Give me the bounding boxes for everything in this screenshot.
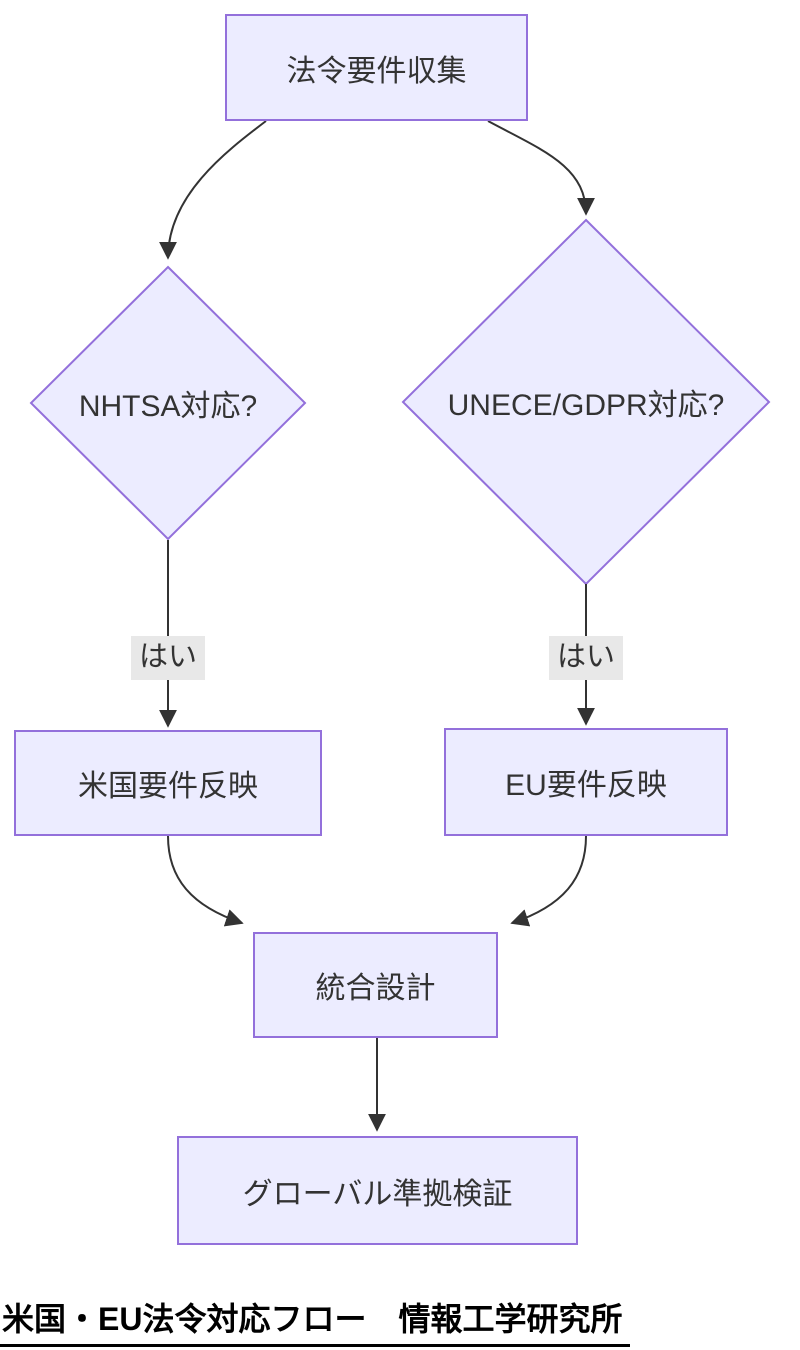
node-global-verification-label: グローバル準拠検証 [242, 1177, 513, 1211]
edge-collect-to-nhtsa [159, 120, 267, 260]
nhtsa-decision-diamond [29, 265, 307, 541]
node-global-verification: グローバル準拠検証 [177, 1136, 578, 1245]
node-collect: 法令要件収集 [225, 14, 528, 121]
node-us-requirements-label: 米国要件反映 [78, 770, 258, 803]
edge-us-to-integrate [167, 835, 244, 927]
nhtsa-decision-label: NHTSA対応? [78, 390, 258, 423]
node-integrated-design: 統合設計 [253, 932, 498, 1038]
node-us-requirements: 米国要件反映 [14, 730, 322, 836]
node-integrated-design-label: 統合設計 [315, 972, 436, 1005]
node-collect-label: 法令要件収集 [286, 54, 467, 88]
edge-collect-to-unece [487, 120, 595, 216]
unece-decision-label: UNECE/GDPR対応? [447, 389, 725, 422]
edge-eu-to-integrate [510, 835, 587, 927]
edge-label-unece-yes: はい [548, 636, 624, 680]
edge-label-nhtsa-yes: はい [130, 636, 206, 680]
node-eu-requirements-label: EU要件反映 [505, 769, 667, 802]
diagram-caption: 米国・EU法令対応フロー 情報工学研究所 [0, 1294, 631, 1347]
node-eu-requirements: EU要件反映 [444, 728, 728, 836]
